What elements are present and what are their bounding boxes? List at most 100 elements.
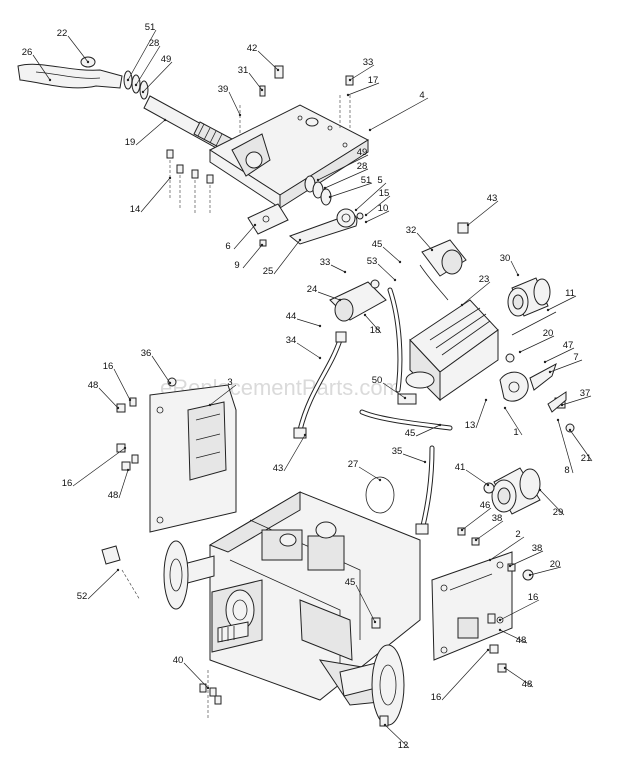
callout-number: 38 — [492, 513, 503, 524]
callout-leader — [228, 91, 241, 116]
charge-pump — [421, 222, 469, 277]
spacer-50 — [397, 393, 417, 405]
callout-c16b: 16 — [62, 446, 127, 489]
callout-c50: 50 — [372, 375, 407, 400]
bracket-6 — [247, 203, 289, 247]
callout-number: 32 — [406, 225, 417, 236]
callout-c23: 23 — [460, 274, 491, 307]
callout-arrowhead — [354, 208, 358, 212]
callout-arrowhead — [556, 418, 560, 422]
callout-leader — [347, 82, 380, 96]
callout-c16c: 16 — [498, 592, 540, 622]
callout-c43a: 43 — [466, 193, 499, 227]
callout-arrowhead — [474, 538, 478, 542]
callout-leader — [273, 239, 301, 275]
callout-arrowhead — [518, 350, 522, 354]
callout-leader — [317, 154, 369, 181]
callout-c48a: 48 — [88, 380, 120, 410]
callout-arrowhead — [126, 78, 130, 82]
callout-arrowhead — [141, 90, 145, 94]
callout-c39: 39 — [218, 84, 242, 117]
callout-number: 10 — [378, 203, 389, 214]
callout-leader — [283, 434, 306, 472]
callout-arrowhead — [206, 686, 210, 690]
callout-c16a: 16 — [103, 361, 132, 402]
callout-c17: 17 — [346, 75, 380, 97]
callout-number: 6 — [225, 241, 230, 252]
callout-number: 9 — [234, 260, 239, 271]
callout-number: 29 — [553, 507, 564, 518]
callout-arrowhead — [364, 213, 368, 217]
callout-arrowhead — [343, 270, 347, 274]
right-axle — [339, 644, 405, 726]
callout-number: 33 — [320, 257, 331, 268]
callout-number: 24 — [307, 284, 318, 295]
callout-leader — [415, 424, 441, 437]
top-cover-plate — [208, 104, 370, 209]
callout-c52: 52 — [77, 568, 120, 602]
solenoid-valve — [329, 279, 387, 322]
callout-arrowhead — [488, 558, 492, 562]
callout-arrowhead — [208, 403, 212, 407]
callout-leader — [355, 584, 376, 623]
callout-number: 21 — [581, 453, 592, 464]
callout-c1: 1 — [503, 406, 523, 438]
callout-arrowhead — [318, 324, 322, 328]
callout-number: 42 — [247, 43, 258, 54]
callout-c33b: 33 — [320, 257, 347, 274]
callout-number: 48 — [108, 490, 119, 501]
callout-c18: 18 — [363, 313, 382, 336]
callout-arrowhead — [48, 78, 52, 82]
seal-stack-upper-left — [80, 56, 149, 100]
callout-arrowhead — [338, 298, 342, 302]
callout-number: 49 — [357, 147, 368, 158]
callout-leader — [135, 45, 161, 86]
callout-c20b: 20 — [528, 559, 562, 577]
callout-number: 1 — [513, 427, 518, 438]
callout-c47: 47 — [543, 340, 575, 364]
o-ring-27 — [365, 476, 395, 514]
callout-arrowhead — [560, 403, 564, 407]
callout-leader — [561, 395, 592, 406]
callout-leader — [118, 469, 129, 499]
callout-arrowhead — [484, 398, 488, 402]
callout-number: 3 — [227, 377, 232, 388]
callout-c29: 29 — [538, 488, 565, 518]
callout-c33a: 33 — [348, 57, 375, 82]
callout-leader — [98, 387, 119, 409]
callout-arrowhead — [163, 118, 167, 122]
callout-arrowhead — [508, 564, 512, 568]
callout-leader — [382, 382, 406, 399]
callout-number: 31 — [238, 65, 249, 76]
callout-c9: 9 — [234, 243, 264, 271]
hydraulic-hoses — [293, 264, 453, 535]
callout-leader — [369, 97, 429, 131]
callout-c7: 7 — [548, 352, 583, 374]
callout-number: 25 — [263, 266, 274, 277]
callout-number: 48 — [88, 380, 99, 391]
callout-number: 12 — [398, 740, 409, 751]
callout-arrowhead — [460, 303, 464, 307]
callout-c14: 14 — [130, 176, 172, 215]
left-side-plate — [149, 377, 237, 533]
callout-number: 19 — [125, 137, 136, 148]
callout-c46: 46 — [460, 500, 492, 532]
callout-leader — [317, 291, 341, 301]
callout-number: 48 — [516, 635, 527, 646]
callout-c22: 22 — [57, 28, 90, 64]
seal-stack-right — [304, 175, 332, 206]
callout-c10: 10 — [364, 203, 390, 224]
callout-number: 20 — [543, 328, 554, 339]
callout-leader — [569, 429, 593, 462]
callout-leader — [242, 244, 263, 269]
callout-leader — [257, 50, 279, 71]
callout-number: 43 — [487, 193, 498, 204]
callout-leader — [349, 64, 375, 81]
callout-number: 45 — [372, 239, 383, 250]
bolts-left — [116, 397, 139, 471]
callout-c48b: 48 — [108, 468, 130, 501]
callout-number: 16 — [431, 692, 442, 703]
callout-leader — [67, 35, 89, 63]
callout-number: 37 — [580, 388, 591, 399]
callout-leader — [475, 399, 487, 429]
